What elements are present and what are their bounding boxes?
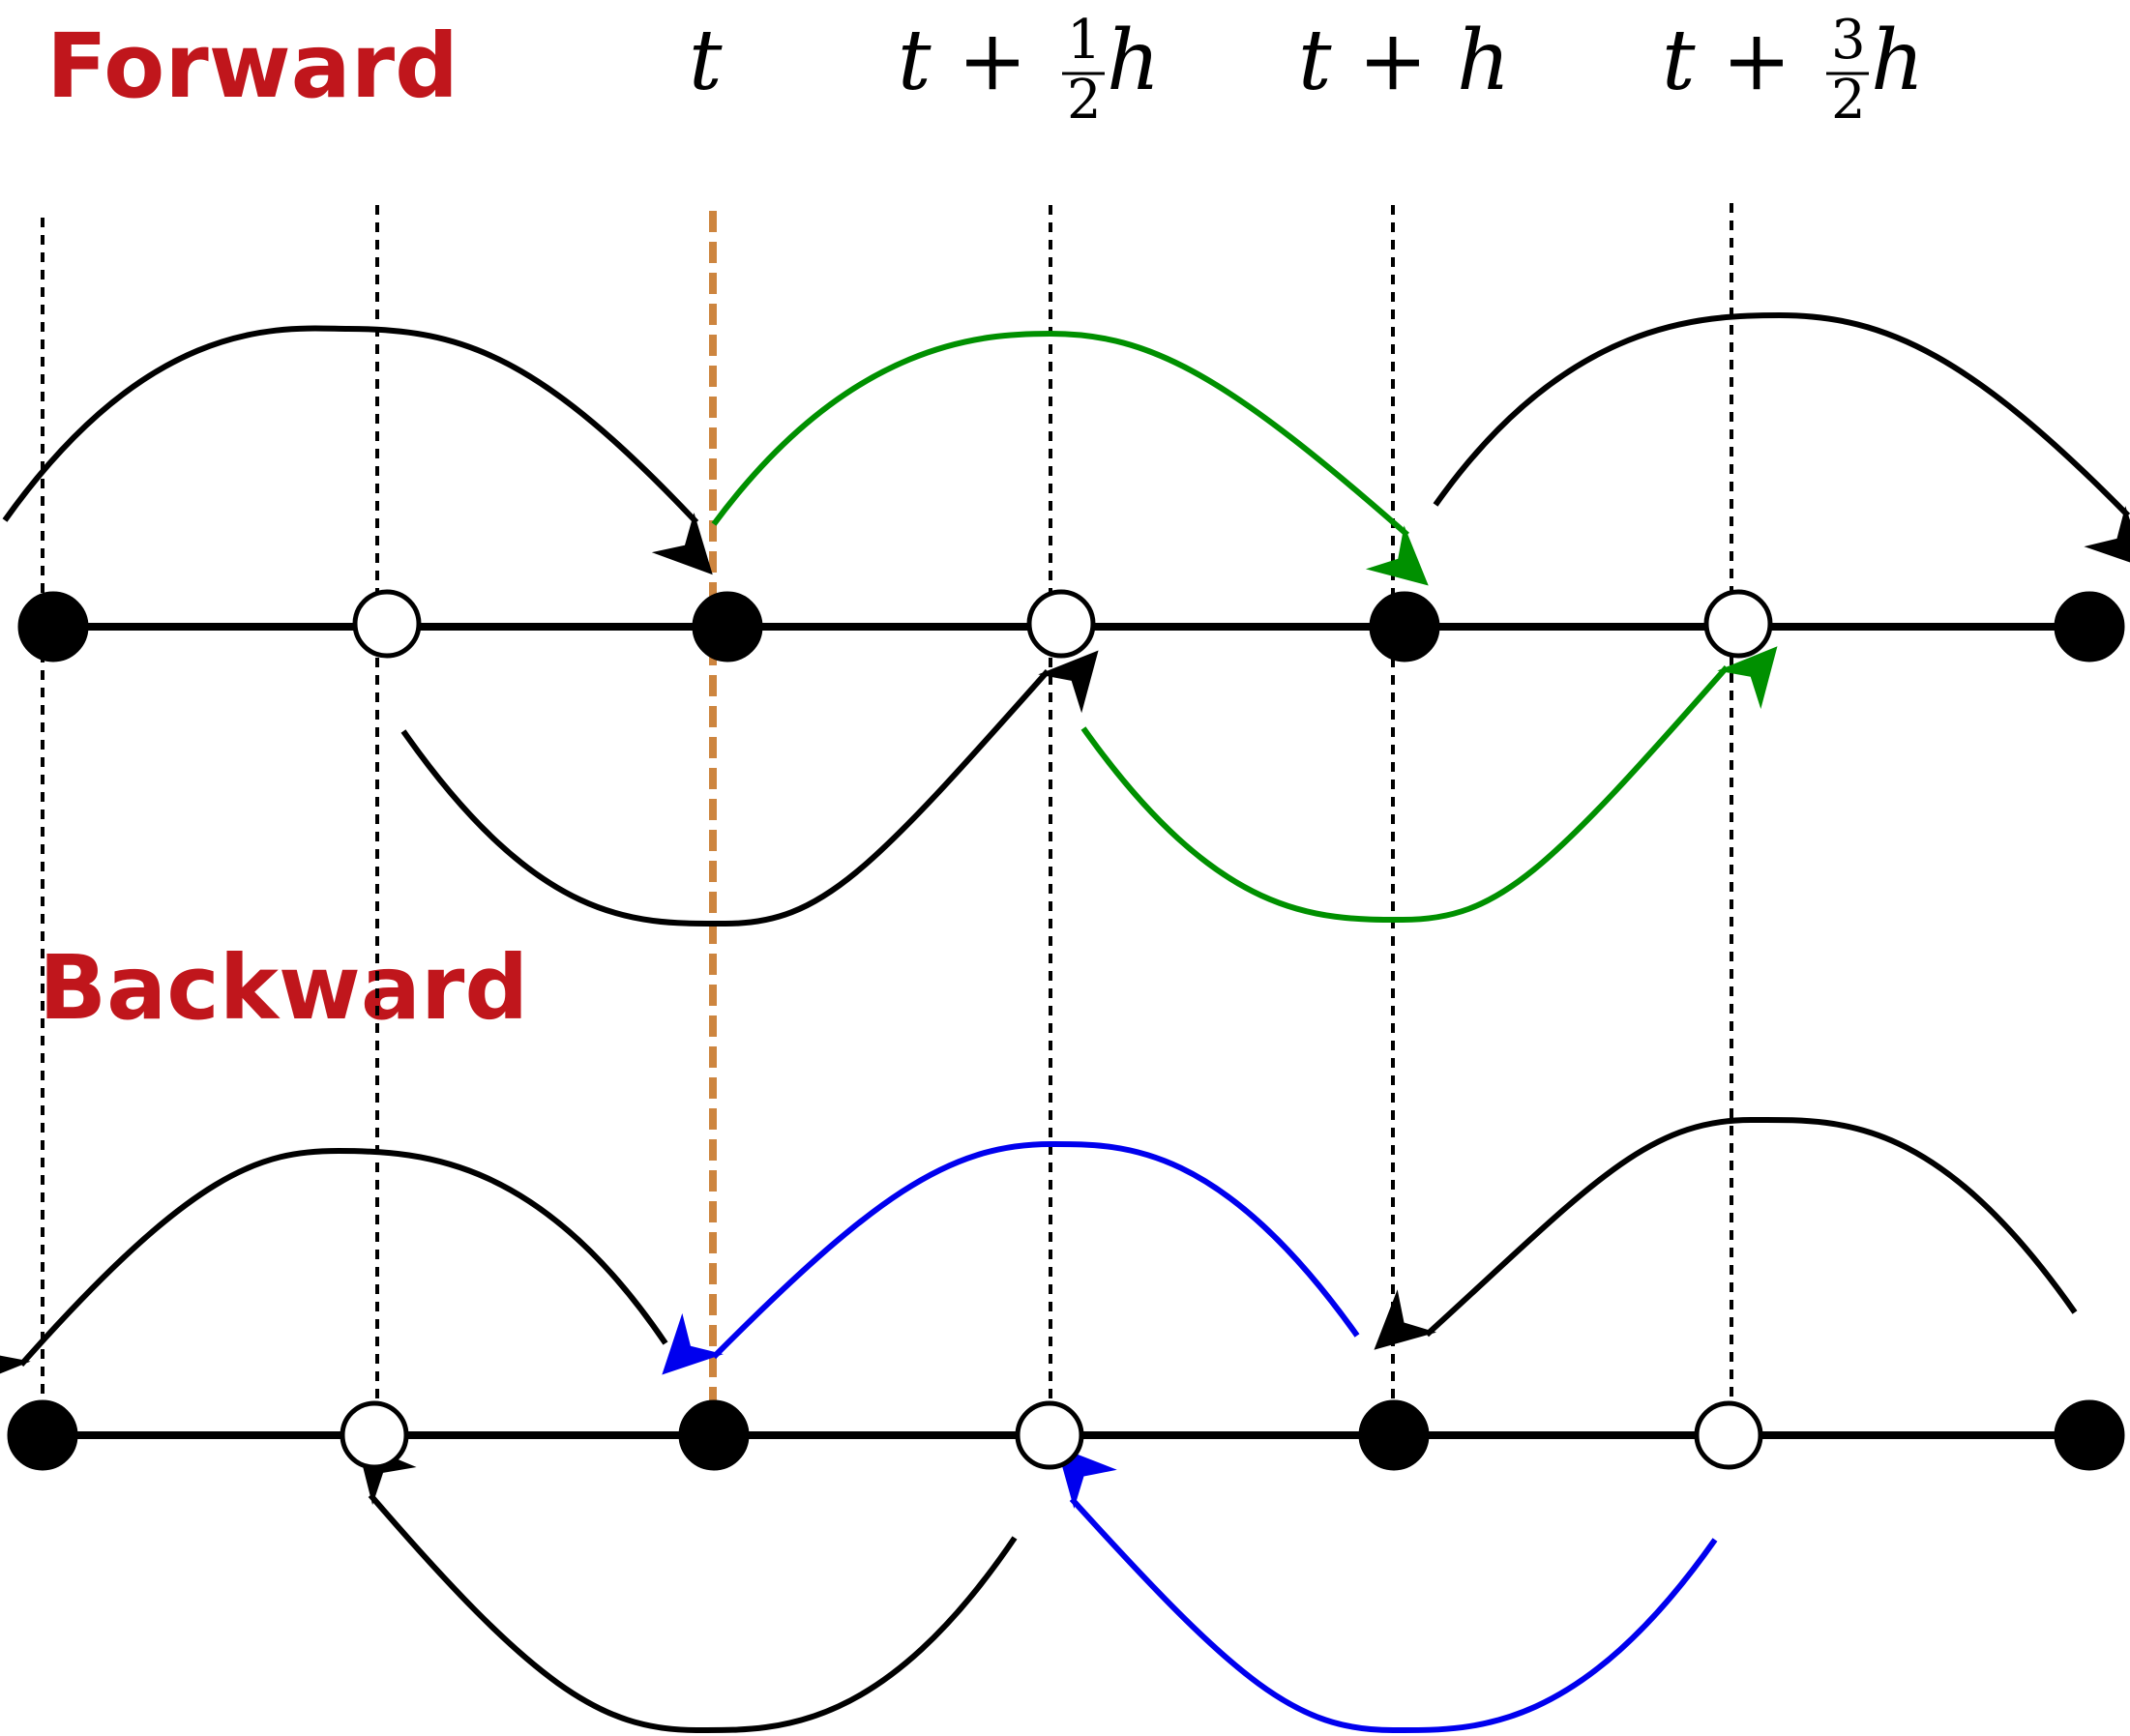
time-label-t: t [689, 13, 723, 109]
svg-text:2: 2 [1067, 69, 1102, 132]
svg-text:+: + [1722, 13, 1791, 109]
backward-arc-3 [1374, 1116, 2078, 1350]
backward-node-filled [1358, 1399, 1430, 1471]
backward-title: Backward [39, 936, 528, 1040]
forward-arc-3 [1433, 311, 2130, 568]
backward-arcs [0, 1116, 2078, 1734]
backward-nodes [7, 1399, 2125, 1471]
svg-text:3: 3 [1831, 9, 1866, 72]
backward-node-open [1015, 1400, 1084, 1470]
backward-node-filled [7, 1399, 78, 1471]
svg-text:t: t [1298, 13, 1332, 109]
forward-arcs [2, 311, 2130, 927]
forward-arc-5 [1080, 646, 1778, 924]
time-label-t-half-h: t + 1 2 h [898, 9, 1160, 132]
backward-node-filled [2054, 1399, 2125, 1471]
svg-text:1: 1 [1067, 9, 1102, 72]
svg-text:t: t [1662, 13, 1696, 109]
forward-node-open [1026, 589, 1096, 659]
svg-text:h: h [1107, 13, 1160, 109]
backward-arc-1 [0, 1147, 668, 1386]
backward-arc-4 [356, 1442, 1018, 1734]
time-label-t-plus-h: t + h [1298, 13, 1510, 109]
backward-node-open [340, 1400, 409, 1470]
forward-node-open [1703, 589, 1773, 659]
svg-text:h: h [1871, 13, 1924, 109]
forward-arc-4 [400, 650, 1099, 927]
forward-node-filled [2054, 591, 2125, 662]
svg-text:h: h [1457, 13, 1510, 109]
time-label-t-three-half-h: t + 3 2 h [1662, 9, 1924, 132]
backward-node-open [1694, 1400, 1763, 1470]
backward-node-filled [678, 1399, 750, 1471]
svg-text:t: t [689, 13, 723, 109]
forward-nodes [17, 589, 2125, 662]
forward-node-filled [692, 591, 763, 662]
forward-title: Forward [46, 15, 459, 118]
svg-text:+: + [1358, 13, 1428, 109]
svg-text:2: 2 [1831, 69, 1866, 132]
backward-arc-2 [662, 1140, 1360, 1375]
forward-arc-2 [711, 330, 1429, 586]
svg-text:+: + [958, 13, 1027, 109]
forward-arc-1 [2, 325, 713, 575]
guide-lines [41, 203, 1733, 1402]
forward-node-filled [1369, 591, 1440, 662]
forward-node-filled [17, 591, 89, 662]
backward-arc-5 [1056, 1446, 1718, 1734]
forward-node-open [352, 589, 422, 659]
svg-text:t: t [898, 13, 932, 109]
